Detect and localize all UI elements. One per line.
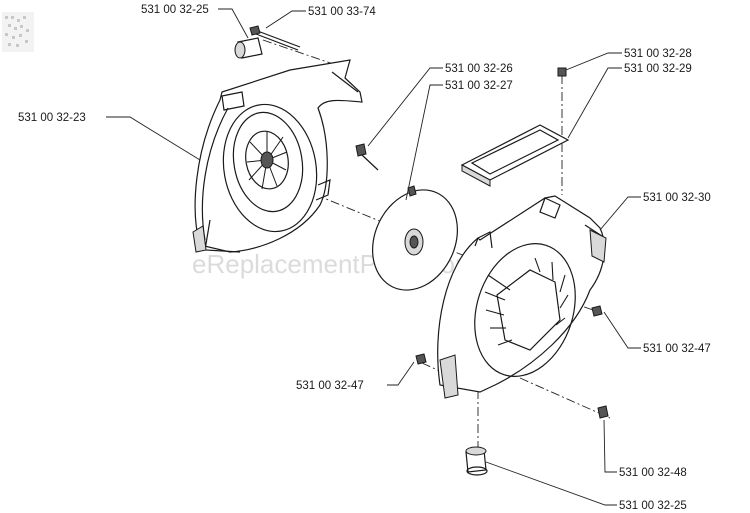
callout-screw-right: 531 00 32-28 — [624, 48, 692, 60]
screw-right — [557, 67, 567, 77]
fan-wheel — [372, 185, 458, 291]
callout-fan-housing: 531 00 32-30 — [643, 192, 711, 204]
callout-screw-top: 531 00 33-74 — [308, 6, 376, 18]
screw-middle — [355, 143, 379, 171]
logo-mark — [2, 12, 34, 52]
callout-rubber-mount-top: 531 00 32-25 — [141, 4, 209, 16]
callout-screw-middle: 531 00 32-26 — [445, 63, 513, 75]
nut-right — [591, 305, 603, 317]
fan-housing-cover — [192, 59, 363, 253]
nut-left — [415, 353, 427, 365]
callout-gasket: 531 00 32-29 — [624, 63, 692, 75]
callout-nut-right: 531 00 32-47 — [643, 343, 711, 355]
gasket — [460, 124, 570, 187]
rubber-mount-bottom — [465, 446, 488, 476]
leader-lines — [106, 8, 641, 506]
callout-nut-left: 531 00 32-47 — [296, 380, 364, 392]
screw-top — [249, 25, 301, 51]
screw-bottom — [597, 405, 609, 419]
callout-fan-housing-cover: 531 00 32-23 — [18, 112, 86, 124]
fan-housing — [437, 195, 607, 399]
callout-screw-bottom: 531 00 32-48 — [619, 467, 687, 479]
rubber-mount-top — [234, 37, 263, 59]
callout-fan-wheel: 531 00 32-27 — [445, 80, 513, 92]
callout-rubber-mount-bottom: 531 00 32-25 — [619, 500, 687, 512]
